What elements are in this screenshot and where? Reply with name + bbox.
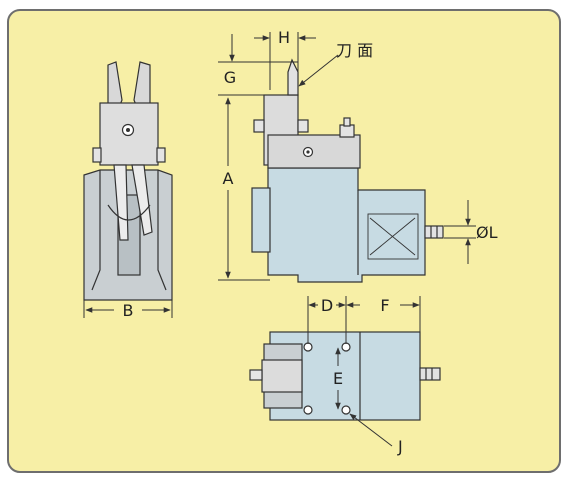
top-clamp <box>261 359 303 393</box>
label-cutting-face: 刀 面 <box>336 41 373 60</box>
label-e: E <box>333 369 343 388</box>
label-d: D <box>321 296 333 315</box>
side-view <box>251 58 444 283</box>
cylinder-x-2 <box>369 217 416 256</box>
dimension-h <box>254 32 316 90</box>
mount-hole-2 <box>341 342 351 352</box>
top-air-fitting <box>419 367 441 381</box>
label-g: G <box>224 68 236 87</box>
label-j: J <box>397 437 403 456</box>
label-l: ØL <box>476 223 498 242</box>
dimension-a <box>218 97 270 281</box>
dimension-l <box>444 200 476 264</box>
mount-hole-3 <box>303 405 313 415</box>
side-screw-left <box>253 119 265 133</box>
dimension-g <box>218 34 298 96</box>
front-side-screw-right <box>156 147 166 163</box>
label-h: H <box>278 28 290 47</box>
side-top-plate <box>267 134 361 169</box>
arm-curve <box>107 204 151 221</box>
mount-hole-4 <box>341 405 351 415</box>
label-f: F <box>380 296 389 315</box>
side-blade <box>287 58 299 96</box>
side-top-bolt <box>339 124 355 138</box>
mount-hole-1 <box>303 342 313 352</box>
side-rear-cap <box>251 187 271 253</box>
front-base-inner-right <box>157 170 167 291</box>
dimension-b <box>83 296 173 318</box>
j-leader <box>349 413 393 447</box>
label-a: A <box>223 169 234 188</box>
blade-arm-left <box>113 164 129 241</box>
blade-arm-right <box>131 164 153 236</box>
top-screw <box>249 369 263 381</box>
front-side-screw-left <box>92 147 102 163</box>
label-b: B <box>123 301 134 320</box>
side-screw-right <box>297 119 309 133</box>
side-main-body <box>267 167 426 283</box>
air-fitting <box>424 225 444 239</box>
top-view <box>249 331 441 421</box>
front-view <box>83 61 173 301</box>
dimension-d-f <box>307 296 421 344</box>
cutting-face-leader <box>298 54 339 87</box>
front-base-inner-left <box>91 170 101 291</box>
